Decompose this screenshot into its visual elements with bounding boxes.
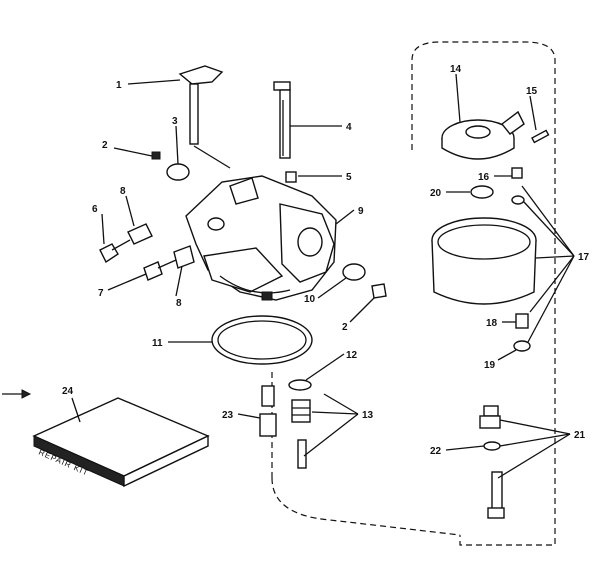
label-4: 4 bbox=[346, 122, 352, 133]
label-8-lower: 8 bbox=[176, 298, 182, 309]
label-20: 20 bbox=[430, 188, 442, 199]
left-arrow bbox=[2, 389, 32, 399]
label-13: 13 bbox=[362, 410, 374, 421]
label-11: 11 bbox=[152, 338, 163, 349]
main-jet-part bbox=[259, 385, 277, 437]
bowl-o-ring-part bbox=[513, 340, 531, 352]
spring-part-lower bbox=[173, 245, 195, 269]
label-8-upper: 8 bbox=[120, 186, 126, 197]
needle-valve-part bbox=[291, 399, 311, 469]
throttle-shaft-part bbox=[178, 65, 231, 169]
choke-plate-part bbox=[342, 263, 366, 281]
bowl-gasket-part bbox=[211, 315, 313, 365]
bowl-nut-washer-part bbox=[483, 441, 501, 451]
label-5: 5 bbox=[346, 172, 352, 183]
leader-lines bbox=[71, 73, 575, 479]
label-3: 3 bbox=[172, 116, 178, 127]
label-18: 18 bbox=[486, 318, 498, 329]
float-pin-part bbox=[531, 129, 550, 144]
label-10: 10 bbox=[304, 294, 316, 305]
o-ring-part bbox=[288, 379, 312, 391]
label-9: 9 bbox=[358, 206, 364, 217]
washer-part bbox=[470, 185, 494, 199]
label-24: 24 bbox=[62, 386, 74, 397]
repair-kit-box: REPAIR KIT bbox=[32, 397, 210, 488]
throttle-plate-part bbox=[166, 163, 190, 181]
label-2-upper: 2 bbox=[102, 140, 108, 151]
carburetor-body-part bbox=[185, 175, 337, 301]
label-23: 23 bbox=[222, 410, 234, 421]
drain-screw-part bbox=[487, 471, 505, 519]
label-6: 6 bbox=[92, 204, 98, 215]
label-21: 21 bbox=[574, 430, 586, 441]
label-15: 15 bbox=[526, 86, 538, 97]
label-14: 14 bbox=[450, 64, 462, 75]
screw-part-lower bbox=[371, 283, 387, 299]
label-19: 19 bbox=[484, 360, 496, 371]
label-7: 7 bbox=[98, 288, 104, 299]
label-12: 12 bbox=[346, 350, 358, 361]
choke-bushing-part bbox=[285, 171, 297, 183]
float-part bbox=[441, 110, 525, 160]
bowl-screw-part bbox=[511, 167, 525, 205]
mixture-screw-part bbox=[143, 259, 177, 281]
choke-shaft-part bbox=[273, 81, 291, 159]
bowl-spring-part bbox=[515, 313, 529, 329]
label-1: 1 bbox=[116, 80, 122, 91]
label-2-lower: 2 bbox=[342, 322, 348, 333]
spring-part-upper bbox=[127, 223, 153, 245]
bowl-nut-part bbox=[479, 405, 501, 429]
screw-part-upper bbox=[151, 151, 161, 160]
label-16: 16 bbox=[478, 172, 490, 183]
float-bowl-part bbox=[431, 217, 537, 305]
label-17: 17 bbox=[578, 252, 590, 263]
idle-screw-part bbox=[99, 239, 131, 264]
label-22: 22 bbox=[430, 446, 442, 457]
